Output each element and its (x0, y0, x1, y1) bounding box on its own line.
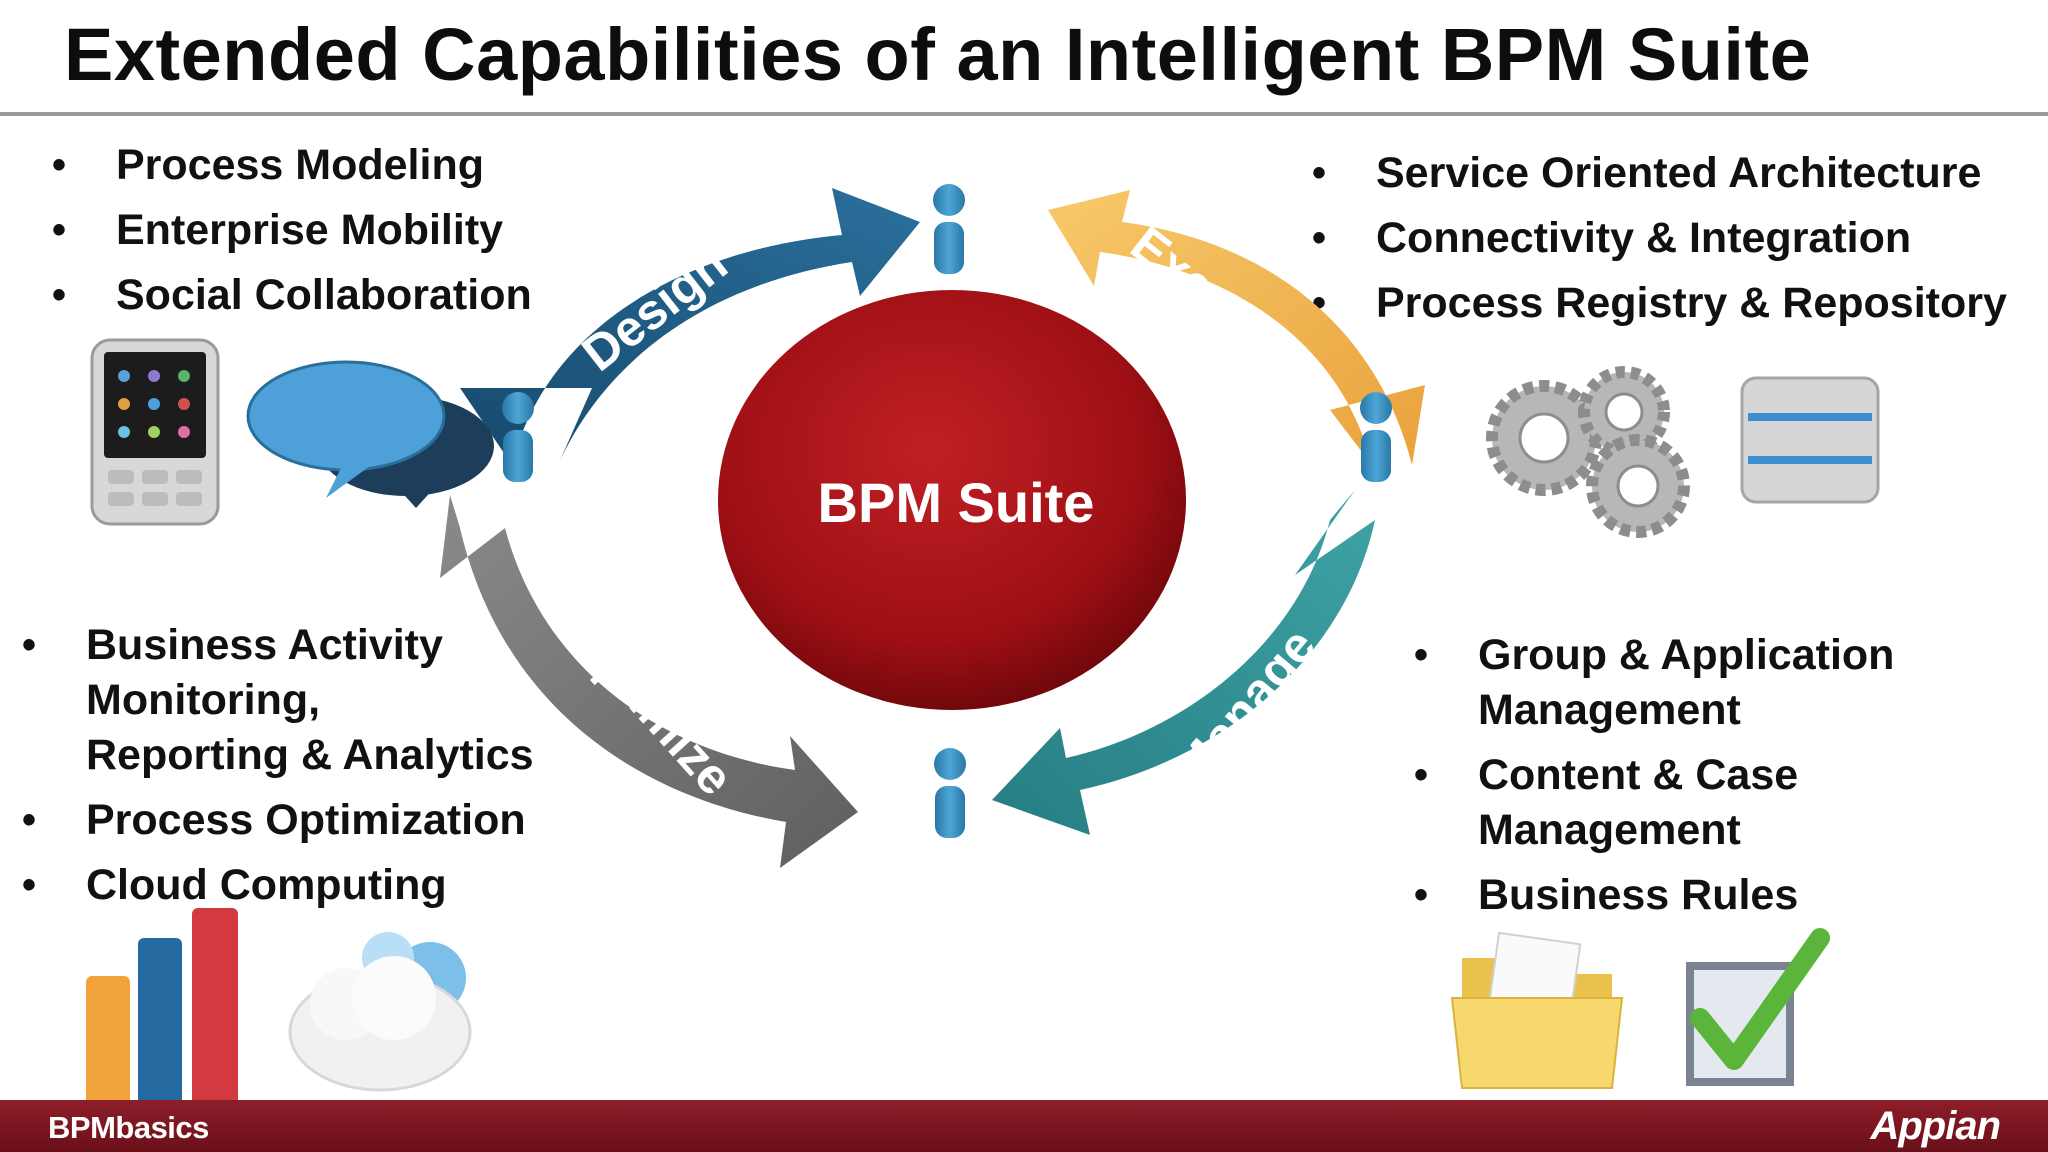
list-item: Enterprise Mobility (52, 203, 532, 258)
smartphone-icon (90, 338, 220, 526)
list-item: Process Optimization (22, 793, 534, 848)
person-icon (934, 748, 966, 838)
execute-arrow (1048, 190, 1425, 465)
speech-bubbles-icon (246, 360, 494, 508)
bpm-suite-circle (718, 290, 1186, 710)
title-divider (0, 112, 2048, 116)
center-label: BPM Suite (818, 471, 1095, 534)
bottom-right-capabilities: Group & Application Management Content &… (1414, 628, 1895, 933)
person-icon (933, 184, 965, 274)
list-item: Connectivity & Integration (1312, 211, 2007, 266)
list-item: Social Collaboration (52, 268, 532, 323)
bottom-left-capabilities: Business Activity Monitoring, Reporting … (22, 618, 534, 923)
design-arrow (460, 188, 920, 465)
manage-label: Manage (1164, 618, 1327, 797)
list-item: Process Registry & Repository (1312, 276, 2007, 331)
design-label: Design (572, 235, 738, 382)
person-icon (502, 392, 534, 482)
list-item: Content & Case Management (1414, 748, 1894, 858)
list-item: Group & Application Management (1414, 628, 1895, 738)
bar-chart-icon (86, 908, 238, 1126)
cloud-icon (288, 932, 472, 1092)
top-right-capabilities: Service Oriented Architecture Connectivi… (1312, 146, 2007, 341)
list-item: Process Modeling (52, 138, 532, 193)
checkbox-icon (1686, 928, 1830, 1086)
manage-arrow (992, 490, 1375, 835)
page-title: Extended Capabilities of an Intelligent … (64, 13, 1812, 96)
footer-bar: BPMbasics Appian (0, 1100, 2048, 1152)
list-item: Service Oriented Architecture (1312, 146, 2007, 201)
optimize-arrow (440, 495, 858, 868)
list-item: Cloud Computing (22, 858, 534, 913)
gears-icon (1486, 366, 1690, 538)
person-icon (1360, 392, 1392, 482)
database-icon (1740, 376, 1880, 504)
list-item: Business Activity Monitoring, Reporting … (22, 618, 534, 783)
list-item: Business Rules (1414, 868, 1894, 923)
footer-brand-right: Appian (1870, 1104, 2001, 1148)
footer-brand-left: BPMbasics (48, 1110, 209, 1145)
top-left-capabilities: Process Modeling Enterprise Mobility Soc… (52, 138, 532, 333)
folder-icon (1450, 931, 1624, 1089)
